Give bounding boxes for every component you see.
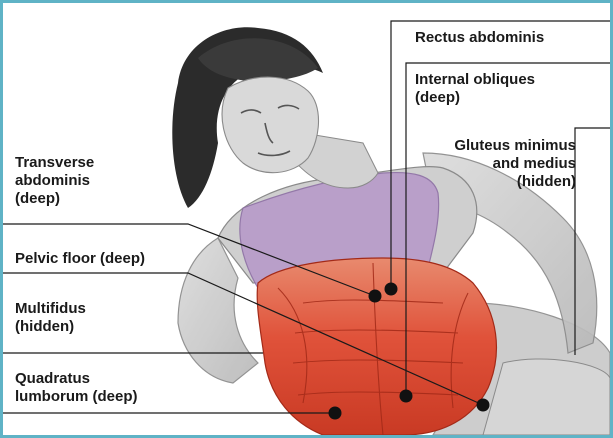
marker-obliques: [400, 390, 413, 403]
label-multifidus: Multifidus (hidden): [15, 300, 86, 336]
label-quadratus-lumborum: Quadratus lumborum (deep): [15, 370, 138, 406]
label-transverse-abdominis: Transverse abdominis (deep): [15, 154, 94, 208]
label-rectus-abdominis: Rectus abdominis: [415, 29, 544, 47]
face-shape: [222, 77, 318, 173]
marker-rectus: [385, 283, 398, 296]
label-internal-obliques: Internal obliques (deep): [415, 71, 535, 107]
label-pelvic-floor: Pelvic floor (deep): [15, 250, 145, 268]
marker-transverse: [369, 290, 382, 303]
thigh-shape: [483, 359, 610, 435]
label-gluteus: Gluteus minimus and medius (hidden): [454, 137, 576, 191]
marker-pelvic: [477, 399, 490, 412]
marker-quadratus: [329, 407, 342, 420]
